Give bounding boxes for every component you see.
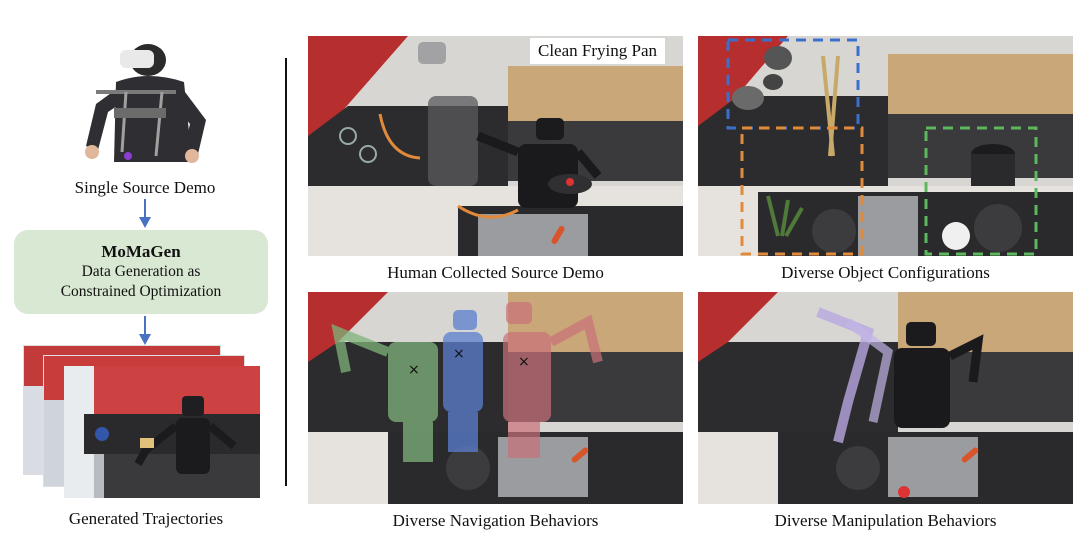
panel-navigation-caption: Diverse Navigation Behaviors [392, 511, 599, 530]
svg-text:×: × [453, 346, 465, 362]
method-line-2: Constrained Optimization [60, 283, 222, 300]
source-demo-caption: Single Source Demo [74, 178, 216, 197]
panel-manipulation-image [698, 292, 1073, 504]
method-title: MoMaGen [101, 242, 181, 261]
svg-text:×: × [518, 354, 530, 370]
method-line-1: Data Generation as [81, 263, 201, 280]
panel-object-configurations-image [698, 36, 1073, 256]
panel-source-demo-image [308, 36, 683, 256]
down-arrow-icon [139, 316, 151, 345]
panel-manipulation-caption: Diverse Manipulation Behaviors [774, 511, 997, 530]
panel-source-demo-caption: Human Collected Source Demo [387, 263, 604, 282]
method-box: MoMaGen Data Generation as Constrained O… [14, 230, 268, 314]
source-demo-operator-image [56, 34, 224, 174]
svg-text:×: × [408, 362, 420, 378]
panel-object-configurations-caption: Diverse Object Configurations [781, 263, 990, 282]
panel-navigation-image: × × × [308, 292, 683, 504]
trajectory-frame-front [64, 366, 260, 498]
task-label: Clean Frying Pan [530, 38, 665, 64]
column-divider [285, 58, 287, 486]
down-arrow-icon [139, 199, 151, 228]
trajectories-caption: Generated Trajectories [68, 509, 224, 528]
